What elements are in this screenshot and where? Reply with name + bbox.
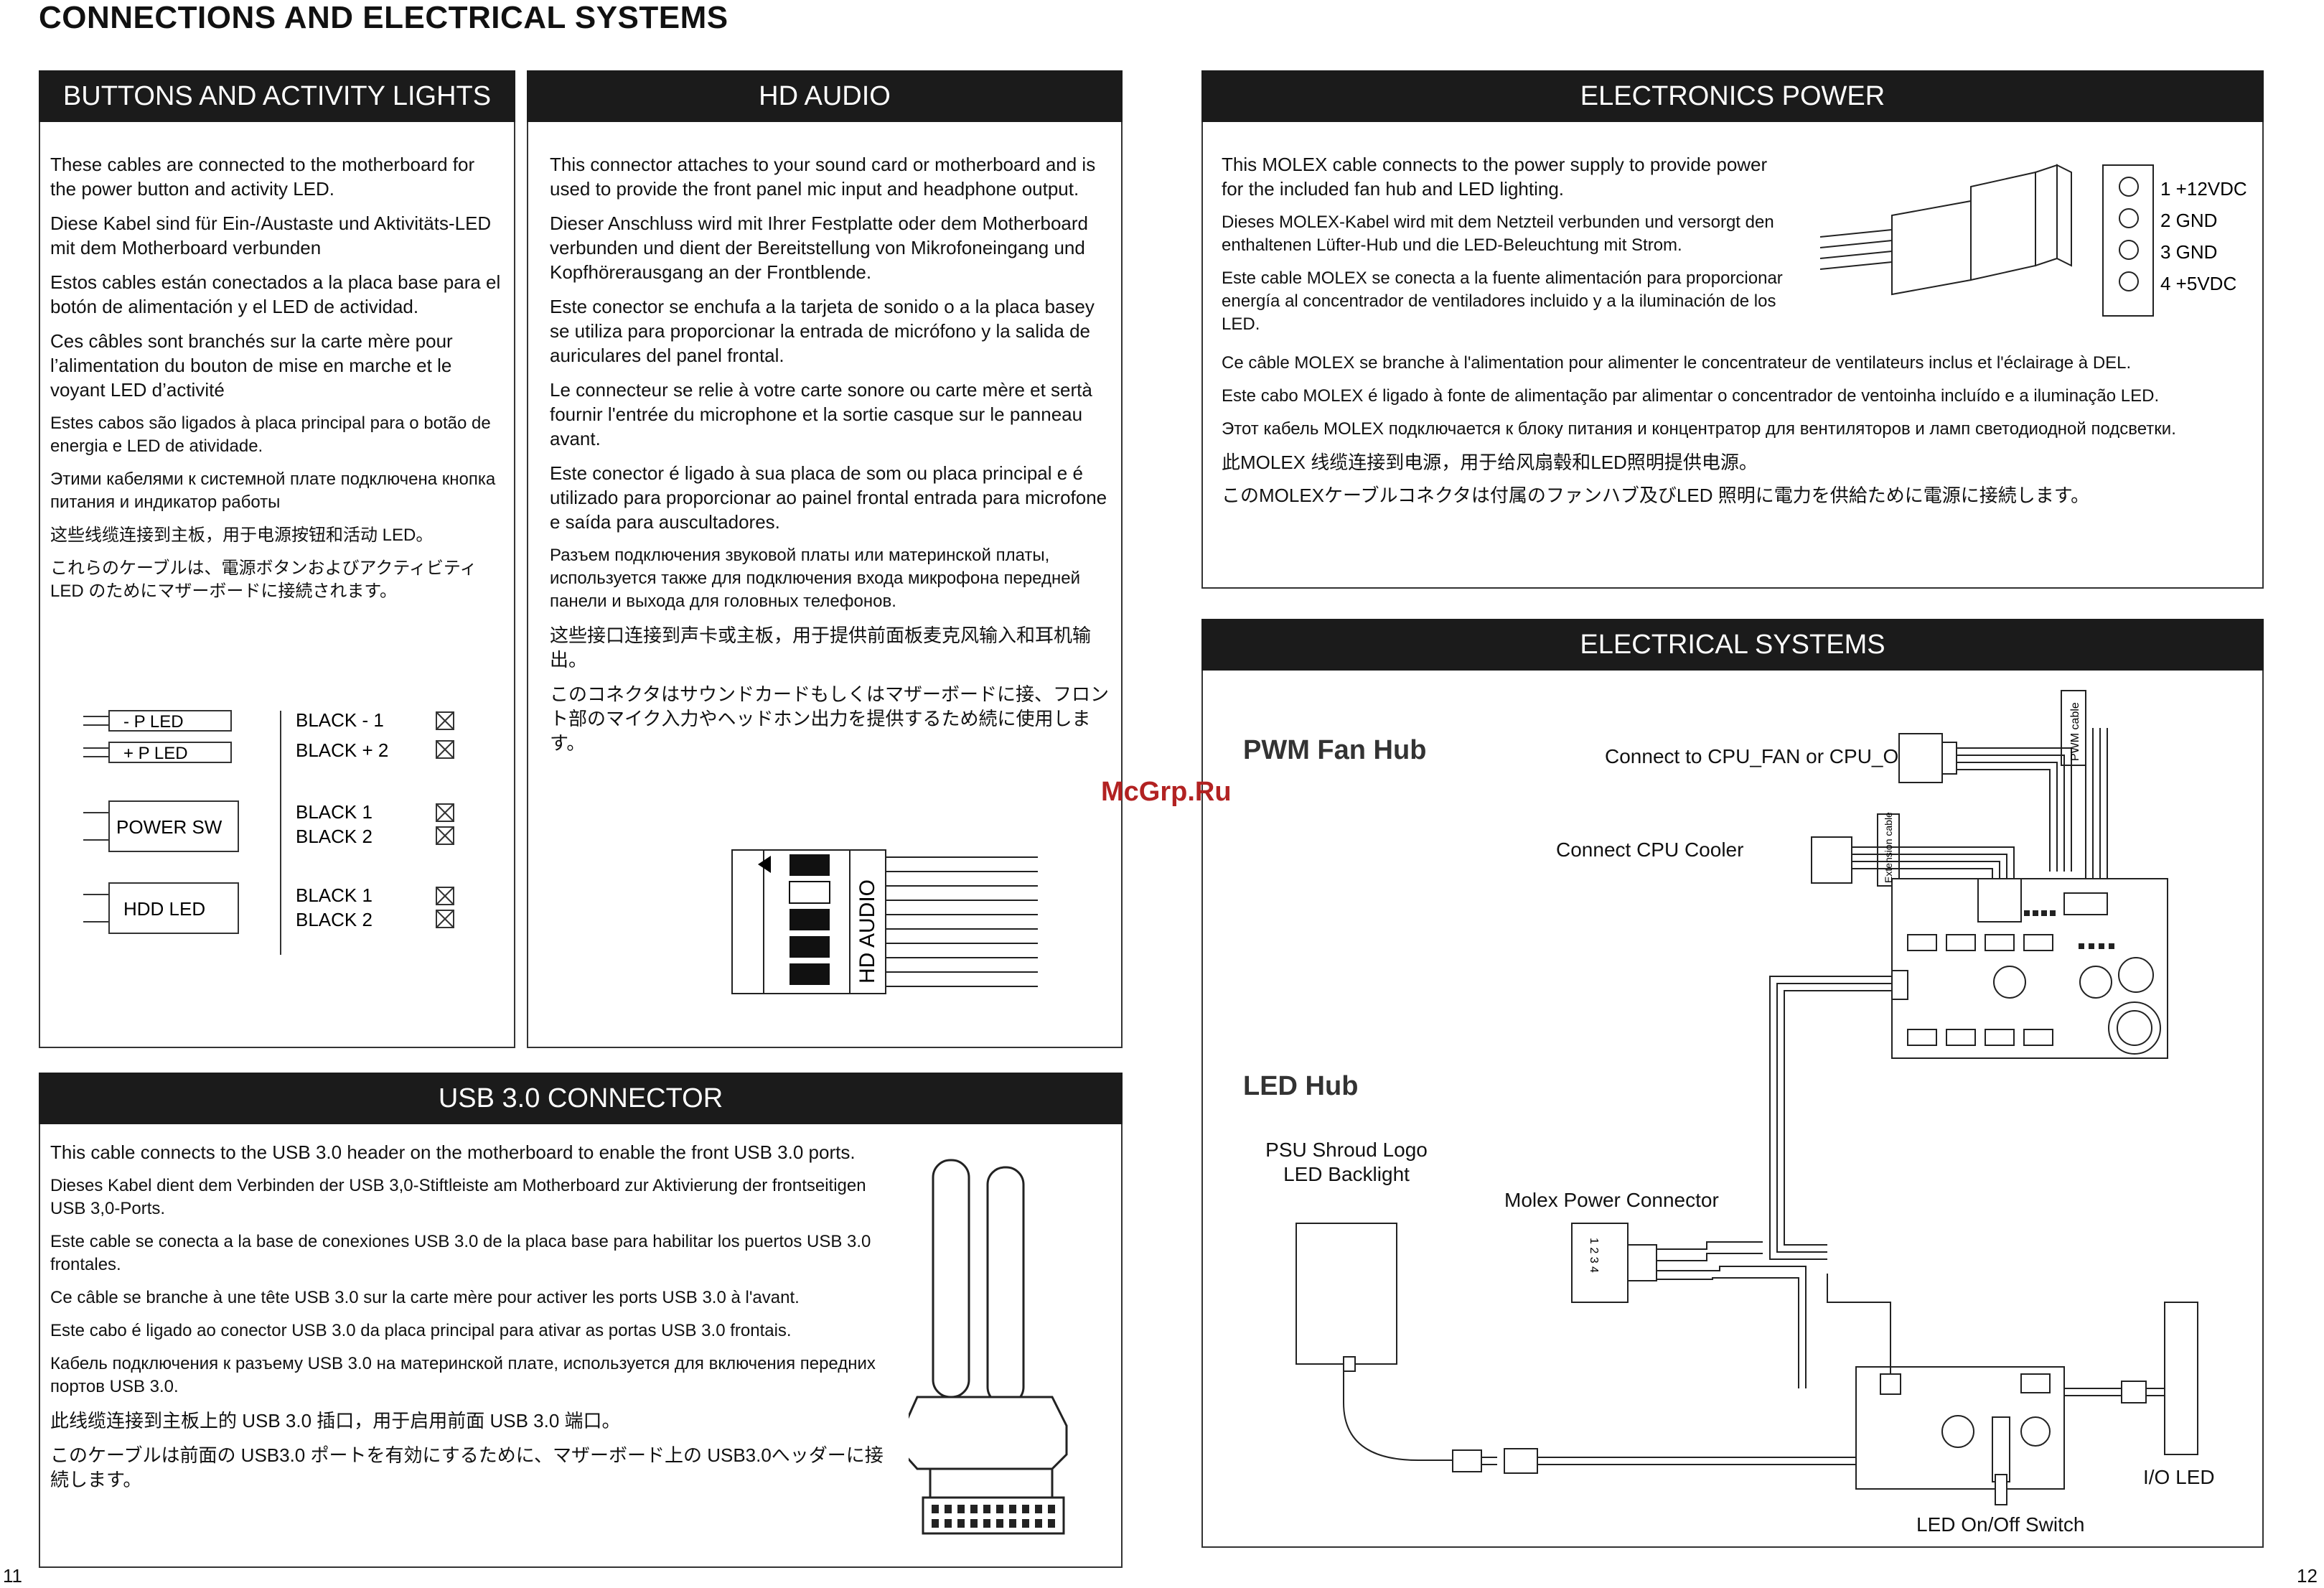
pin-one-marker-icon	[758, 856, 771, 873]
buttons-para-ru: Этими кабелями к системной плате подключ…	[50, 470, 496, 512]
power-para-en: This MOLEX cable connects to the power s…	[1222, 154, 1768, 200]
audio-para-en: This connector attaches to your sound ca…	[550, 154, 1096, 200]
audio-heading: HD AUDIO	[527, 70, 1123, 122]
black-minus-1-label: BLACK - 1	[296, 709, 384, 731]
hdd-led-label: HDD LED	[123, 898, 205, 920]
pwm-cable-tag: PWM cable	[2069, 702, 2081, 761]
molex-pin-4-label: 4 +5VDC	[2160, 273, 2236, 294]
io-led-label: I/O LED	[2143, 1466, 2215, 1488]
power-panel: ELECTRONICS POWER This MOLEX cable conne…	[1201, 70, 2264, 589]
power-para-zh: 此MOLEX 线缆连接到电源，用于给风扇毂和LED照明提供电源。	[1222, 452, 1758, 473]
buttons-panel: BUTTONS AND ACTIVITY LIGHTS These cables…	[39, 70, 515, 1048]
power-sw-label: POWER SW	[116, 816, 222, 838]
psu-logo-label: PSU Shroud Logo	[1265, 1139, 1428, 1161]
power-black-1-label: BLACK 1	[296, 801, 373, 823]
molex-pin-1-label: 1 +12VDC	[2160, 178, 2247, 200]
molex-connector-label: Molex Power Connector	[1504, 1189, 1719, 1211]
usb-para-pt: Este cabo é ligado ao conector USB 3.0 d…	[50, 1321, 792, 1340]
audio-text: This connector attaches to your sound ca…	[550, 152, 1110, 765]
hdd-black-2-label: BLACK 2	[296, 909, 373, 930]
usb-para-ru: Кабель подключения к разъему USB 3.0 на …	[50, 1354, 876, 1396]
buttons-para-fr: Ces câbles sont branchés sur la carte mè…	[50, 330, 453, 401]
front-panel-connectors-diagram: - P LED + P LED POWER SW HDD LED BLACK -…	[83, 709, 454, 955]
power-para-es: Este cable MOLEX se conecta a la fuente …	[1222, 268, 1783, 334]
audio-para-ja: このコネクタはサウンドカードもしくはマザーボードに接、フロント部のマイク入力やヘ…	[550, 683, 1109, 754]
led-switch-label: LED On/Off Switch	[1916, 1513, 2085, 1536]
led-hub-title: LED Hub	[1243, 1071, 1359, 1101]
audio-para-zh: 这些接口连接到声卡或主板，用于提供前面板麦克风输入和耳机输出。	[550, 625, 1092, 671]
usb-para-ja: このケーブルは前面の USB3.0 ポートを有効にするために、マザーボード上の …	[50, 1444, 884, 1490]
audio-para-ru: Разъем подключения звуковой платы или ма…	[550, 546, 1080, 611]
power-para-ja: このMOLEXケーブルコネクタは付属のファンハブ及びLED 照明に電力を供給ため…	[1222, 485, 2090, 506]
usb-para-de: Dieses Kabel dient dem Verbinden der USB…	[50, 1176, 866, 1218]
hdd-black-1-label: BLACK 1	[296, 884, 373, 906]
buttons-para-zh: 这些线缆连接到主板，用于电源按钮和活动 LED。	[50, 526, 434, 545]
audio-para-pt: Este conector é ligado à sua placa de so…	[550, 462, 1107, 533]
electrical-heading: ELECTRICAL SYSTEMS	[1201, 619, 2264, 671]
usb-para-zh: 此线缆连接到主板上的 USB 3.0 插口，用于启用前面 USB 3.0 端口。	[50, 1410, 621, 1431]
power-para-pt: Este cabo MOLEX é ligado à fonte de alim…	[1222, 386, 2160, 406]
molex-pin-2-label: 2 GND	[2160, 210, 2217, 231]
extension-cable-tag: Extension cable	[1883, 812, 1894, 883]
electrical-panel: ELECTRICAL SYSTEMS PWM Fan Hub LED Hub C…	[1201, 619, 2264, 1548]
buttons-para-es: Estos cables están conectados a la placa…	[50, 271, 501, 317]
usb-para-es: Este cable se conecta a la base de conex…	[50, 1232, 871, 1274]
cpu-cooler-label: Connect CPU Cooler	[1556, 839, 1744, 861]
molex-pin-3-label: 3 GND	[2160, 241, 2217, 263]
buttons-text: These cables are connected to the mother…	[50, 152, 502, 613]
usb-panel: USB 3.0 CONNECTOR This cable connects to…	[39, 1073, 1123, 1568]
buttons-para-de: Diese Kabel sind für Ein-/Austaste und A…	[50, 212, 492, 258]
hd-audio-connector-label: HD AUDIO	[856, 879, 879, 984]
electrical-wiring-diagram: PWM cable Extension cable 1 2 3 4	[1295, 690, 2198, 1505]
power-para-de: Dieses MOLEX-Kabel wird mit dem Netzteil…	[1222, 212, 1774, 255]
power-text-top: This MOLEX cable connects to the power s…	[1222, 152, 1789, 346]
p-led-minus-label: - P LED	[123, 712, 184, 732]
page-title: CONNECTIONS AND ELECTRICAL SYSTEMS	[39, 0, 728, 35]
buttons-heading: BUTTONS AND ACTIVITY LIGHTS	[39, 70, 515, 122]
usb-connector-diagram	[909, 1159, 1068, 1535]
usb-para-en: This cable connects to the USB 3.0 heade…	[50, 1141, 856, 1163]
page-number-right: 12	[2297, 1565, 2318, 1587]
hd-audio-connector-diagram: HD AUDIO	[731, 849, 1038, 994]
pwm-fan-hub-title: PWM Fan Hub	[1243, 735, 1427, 765]
usb-text: This cable connects to the USB 3.0 heade…	[50, 1140, 897, 1502]
audio-panel: HD AUDIO This connector attaches to your…	[527, 70, 1123, 1048]
watermark-text: McGrp.Ru	[1101, 777, 1232, 807]
molex-connector-diagram: 1 +12VDC 2 GND 3 GND 4 +5VDC	[1820, 164, 2247, 317]
buttons-para-en: These cables are connected to the mother…	[50, 154, 475, 200]
power-para-ru: Этот кабель MOLEX подключается к блоку п…	[1222, 419, 2176, 439]
p-led-plus-label: + P LED	[123, 744, 188, 763]
molex-pin-numbers: 1 2 3 4	[1588, 1238, 1600, 1273]
usb-heading: USB 3.0 CONNECTOR	[39, 1073, 1123, 1124]
power-para-fr: Ce câble MOLEX se branche à l'alimentati…	[1222, 353, 2132, 373]
black-plus-2-label: BLACK + 2	[296, 739, 388, 761]
buttons-para-pt: Estes cabos são ligados à placa principa…	[50, 414, 491, 456]
usb-para-fr: Ce câble se branche à une tête USB 3.0 s…	[50, 1288, 800, 1307]
cpu-fan-label: Connect to CPU_FAN or CPU_OPT	[1605, 745, 1925, 767]
audio-para-fr: Le connecteur se relie à votre carte son…	[550, 379, 1092, 449]
power-text-bottom: Ce câble MOLEX se branche à l'alimentati…	[1222, 352, 2241, 517]
led-backlight-label: LED Backlight	[1283, 1163, 1410, 1185]
buttons-para-ja: これらのケーブルは、電源ボタンおよびアクティビティ LED のためにマザーボード…	[50, 559, 477, 601]
audio-para-es: Este conector se enchufa a la tarjeta de…	[550, 296, 1095, 366]
power-black-2-label: BLACK 2	[296, 826, 373, 847]
power-heading: ELECTRONICS POWER	[1201, 70, 2264, 122]
page-number-left: 11	[3, 1565, 22, 1587]
audio-para-de: Dieser Anschluss wird mit Ihrer Festplat…	[550, 212, 1088, 283]
